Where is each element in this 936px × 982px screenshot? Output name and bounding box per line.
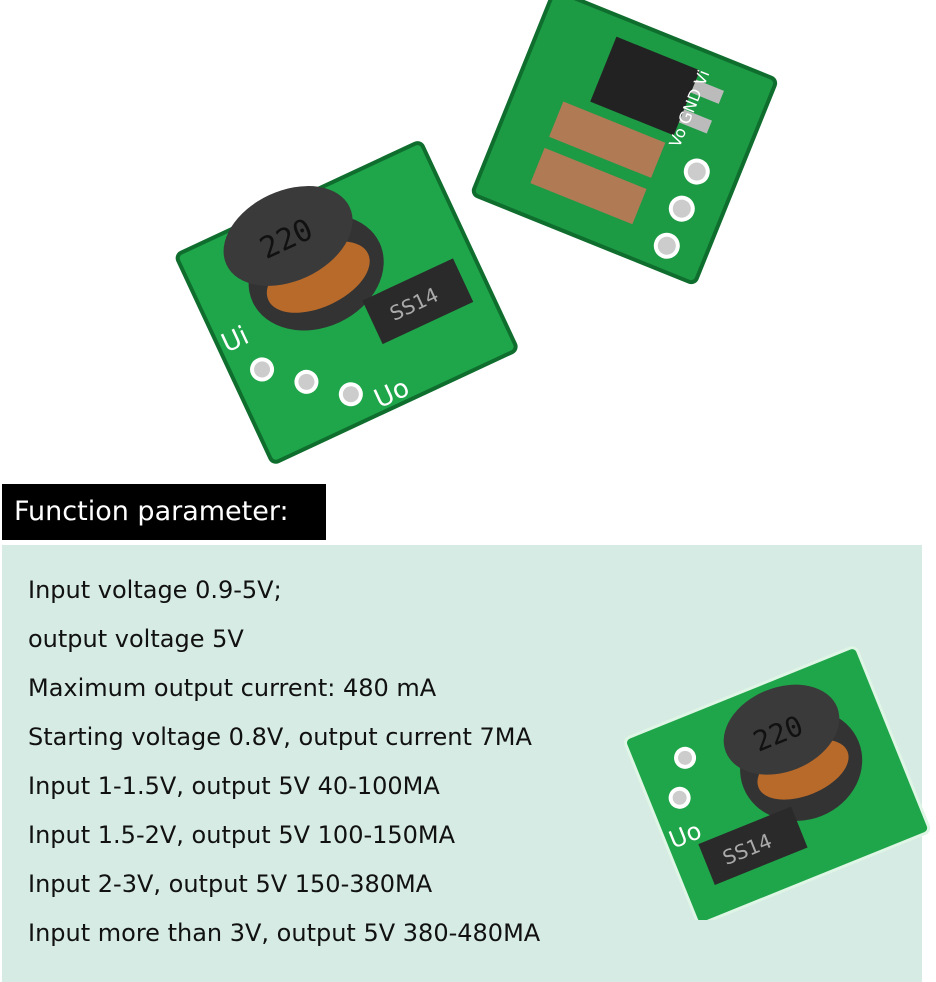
pcb-back-module: Vo GND Vi xyxy=(471,0,778,285)
parameter-item: Starting voltage 0.8V, output current 7M… xyxy=(28,723,532,751)
parameter-item: Maximum output current: 480 mA xyxy=(28,674,437,702)
parameter-item: Input 2-3V, output 5V 150-380MA xyxy=(28,870,433,898)
section-header: Function parameter: xyxy=(2,484,326,540)
product-photo: Vo GND Vi 220 SS14 Ui Uo xyxy=(175,0,778,464)
parameter-item: Input 1-1.5V, output 5V 40-100MA xyxy=(28,772,440,800)
parameter-item: Input voltage 0.9-5V; xyxy=(28,576,282,604)
parameter-item: Input 1.5-2V, output 5V 100-150MA xyxy=(28,821,456,849)
parameter-item: output voltage 5V xyxy=(28,625,244,653)
pcb-front-module: 220 SS14 Ui Uo xyxy=(175,141,518,464)
parameter-item: Input more than 3V, output 5V 380-480MA xyxy=(28,919,541,947)
parameter-list: Input voltage 0.9-5V; output voltage 5V … xyxy=(28,572,540,964)
pcb-module-photo: 220 SS14 Uo xyxy=(624,646,931,920)
